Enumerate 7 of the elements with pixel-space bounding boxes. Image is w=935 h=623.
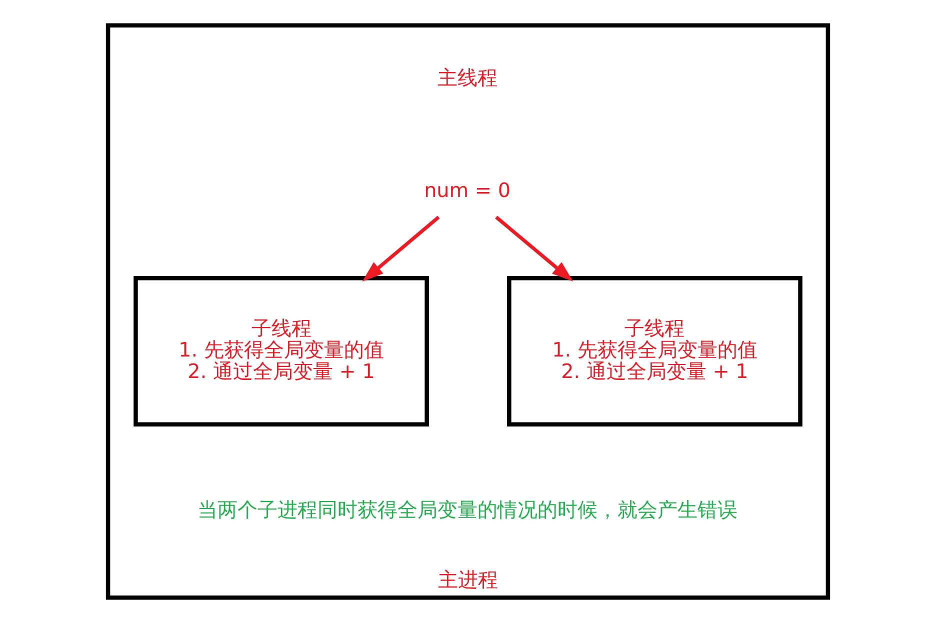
node-box: 子线程 1. 先获得全局变量的值 2. 通过全局变量 + 1 [133,276,428,427]
node-text: num = 0 [424,178,510,202]
label: 当两个子进程同时获得全局变量的情况的时候，就会产生错误 [196,498,737,522]
node-box: 子线程 1. 先获得全局变量的值 2. 通过全局变量 + 1 [506,276,802,427]
arrow [362,216,440,282]
arrow [494,216,573,282]
label: 主线程 [436,66,497,90]
